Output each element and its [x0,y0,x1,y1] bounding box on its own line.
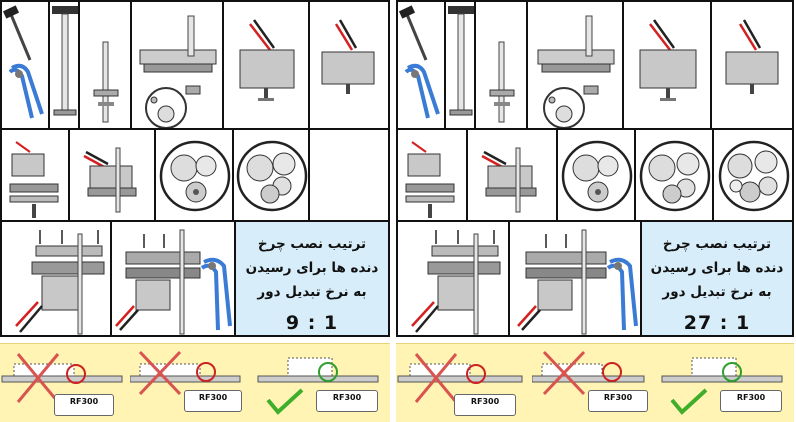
gear-shaft-icon [83,147,137,213]
gear-mount-icon [405,141,455,218]
tools-cell [397,1,445,129]
gear-train-icon [159,140,231,212]
incorrect-gear-example: RF300 [396,344,532,422]
correct-gear-example: RF300 [256,344,390,422]
motor-label: RF300 [720,390,782,412]
info-line-2: دنده ها برای رسیدن [245,260,379,276]
gear-mount-icon [9,141,59,218]
checkmark-icon [266,388,304,415]
gearbox-cell [527,1,623,129]
motor-shaft-icon [725,19,779,94]
gear-press-icon [15,230,105,335]
info-line-1: ترتیب نصب چرخ [662,236,772,252]
checkmark-icon [670,388,708,415]
gear-ratio-info: ترتیب نصب چرخ دنده ها برای رسیدن به نرخ … [641,221,793,336]
correct-gear-example: RF300 [660,344,794,422]
shaft-cell [445,1,475,129]
hammer-pliers-icon [398,5,440,119]
gear-check-strip: RF300 RF300 RF300 [396,343,794,422]
axle-gear-icon [489,41,515,123]
info-line-1: ترتیب نصب چرخ [257,236,367,252]
motor-icon [239,19,295,101]
gear-train-cell-a [155,129,233,221]
step-shaft-cell [467,129,557,221]
gear-rack-icon [532,350,645,396]
instruction-frame: ترتیب نصب چرخ دنده ها برای رسیدن به نرخ … [396,0,794,337]
step-shaft-cell [69,129,155,221]
motor-side-cell [309,1,389,129]
step-press-cell [1,221,111,336]
step-clamp-cell [111,221,235,336]
motor-top-cell [623,1,711,129]
step-mount-cell [1,129,69,221]
empty-cell [309,129,389,221]
gear-check-strip: RF300 RF300 RF300 [0,343,390,422]
gear-clamp-pliers-icon [115,229,232,335]
gear-train-icon [639,140,711,212]
gear-train-cell-b [233,129,309,221]
gear-train-icon [718,140,790,212]
gear-ratio-value: 27 : 1 [683,312,751,334]
gearbox-gear-icon [139,15,217,128]
step-press-cell [397,221,509,336]
gear-shaft-icon [481,147,537,213]
gear-rack-icon [130,350,241,396]
motor-side-cell [711,1,793,129]
gear-train-cell-b [635,129,713,221]
ok-circle-icon [722,362,742,382]
gear-ratio-info: ترتیب نصب چرخ دنده ها برای رسیدن به نرخ … [235,221,389,336]
axle-gear-icon [93,41,119,123]
gear-ratio-value: 9 : 1 [285,312,339,334]
hammer-pliers-icon [2,5,44,119]
tools-cell [1,1,49,129]
assembly-panel-right: ترتیب نصب چرخ دنده ها برای رسیدن به نرخ … [396,0,794,422]
incorrect-gear-example: RF300 [130,344,256,422]
motor-label: RF300 [184,390,242,412]
motor-top-cell [223,1,309,129]
motor-label: RF300 [588,390,648,412]
motor-label: RF300 [454,394,516,416]
gear-train-icon [236,140,308,212]
gear-train-cell-a [557,129,635,221]
gear-rack-icon [397,353,523,403]
gear-rack-icon [257,357,379,415]
info-line-2: دنده ها برای رسیدن [650,260,784,276]
gear-train-icon [561,140,633,212]
gear-press-icon [411,230,501,335]
gearbox-gear-icon [537,15,615,128]
warning-circle-icon [602,362,622,382]
motor-icon [639,19,697,101]
warning-circle-icon [466,364,486,384]
incorrect-gear-example: RF300 [532,344,660,422]
info-line-3: به نرخ تبدیل دور [662,284,772,300]
info-line-3: به نرخ تبدیل دور [257,284,367,300]
instruction-frame: ترتیب نصب چرخ دنده ها برای رسیدن به نرخ … [0,0,390,337]
motor-label: RF300 [54,394,114,416]
warning-circle-icon [66,364,86,384]
axle-cell [475,1,527,129]
step-clamp-cell [509,221,641,336]
shaft-hammer-icon [448,6,474,116]
warning-circle-icon [196,362,216,382]
motor-shaft-icon [321,19,375,94]
gear-rack-icon [1,353,123,403]
ok-circle-icon [318,362,338,382]
shaft-hammer-icon [52,6,78,116]
gear-rack-icon [661,357,783,415]
shaft-cell [49,1,79,129]
gear-clamp-pliers-icon [517,229,638,335]
axle-cell [79,1,131,129]
gear-train-cell-c [713,129,793,221]
incorrect-gear-example: RF300 [0,344,130,422]
step-mount-cell [397,129,467,221]
motor-label: RF300 [316,390,378,412]
gearbox-cell [131,1,223,129]
assembly-panel-left: ترتیب نصب چرخ دنده ها برای رسیدن به نرخ … [0,0,390,422]
